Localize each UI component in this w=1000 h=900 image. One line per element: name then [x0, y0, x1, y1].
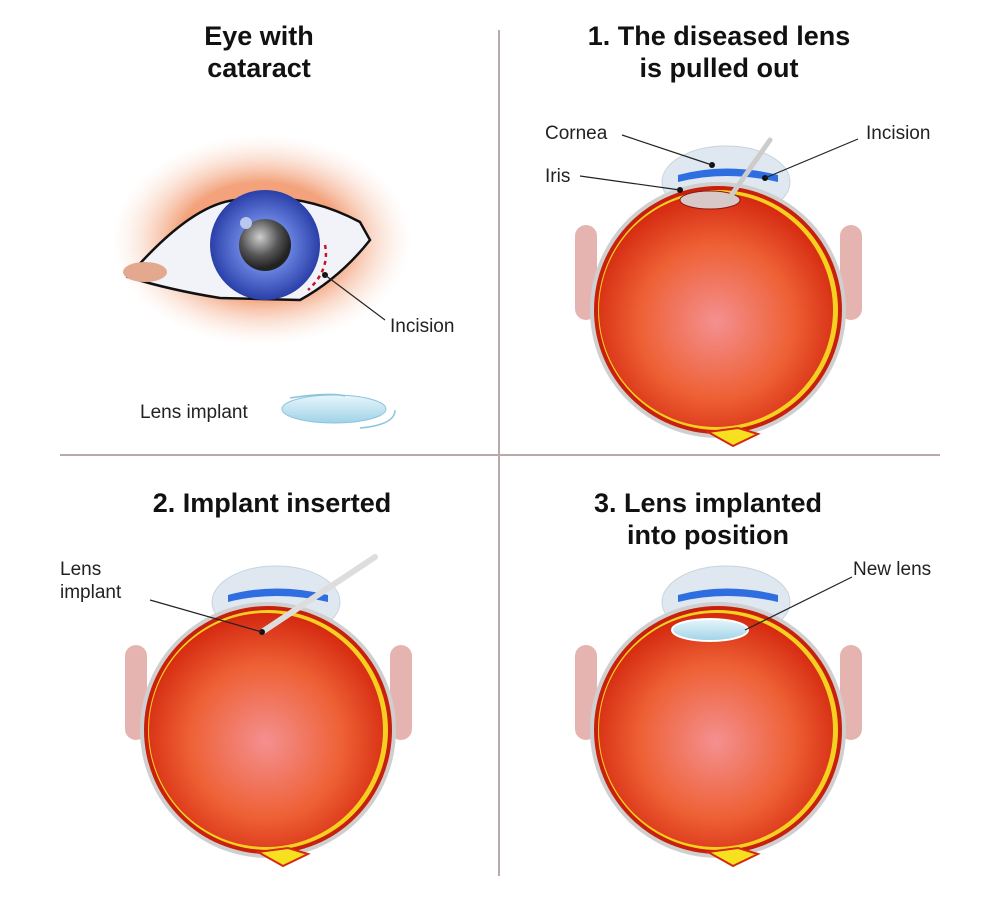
panel-title-line: cataract: [207, 53, 311, 83]
tear-duct: [123, 262, 167, 282]
label-incision: Incision: [390, 316, 454, 337]
label-lens-implant: Lens implant: [140, 402, 248, 423]
panel-title-line: 3. Lens implanted: [594, 488, 822, 518]
panel-implant-inserted: 2. Implant inserted Lens implant: [60, 488, 413, 867]
label-incision: Incision: [866, 123, 930, 144]
label-lens-implant-line: implant: [60, 582, 122, 603]
new-lens-icon: [671, 618, 749, 642]
cataract-pupil: [239, 219, 291, 271]
reflection: [240, 217, 252, 229]
eyeball-illustration: [124, 565, 413, 867]
diseased-lens: [679, 190, 741, 210]
panel-title-line: 2. Implant inserted: [153, 488, 392, 518]
lens-implant-icon: [281, 394, 387, 424]
label-cornea: Cornea: [545, 123, 608, 144]
injector-instrument-icon: [259, 554, 378, 635]
eyeball-illustration: [574, 565, 863, 867]
panel-title-line: is pulled out: [640, 53, 799, 83]
incision-dashed-line: [307, 244, 328, 291]
panel-title-line: 1. The diseased lens: [588, 21, 851, 51]
panel-title-line: into position: [627, 520, 789, 550]
label-new-lens: New lens: [853, 559, 931, 580]
label-iris: Iris: [545, 166, 570, 187]
surgical-instrument-icon: [725, 137, 773, 203]
panel-eye-with-cataract: Eye with cataract Incision Lens implant: [112, 21, 454, 429]
panel-title-line: Eye with: [204, 21, 314, 51]
panel-lens-pulled-out: 1. The diseased lens is pulled out Corne…: [545, 21, 930, 447]
label-lens-implant-line: Lens: [60, 559, 101, 580]
panel-lens-implanted: 3. Lens implanted into position New lens: [574, 488, 931, 867]
